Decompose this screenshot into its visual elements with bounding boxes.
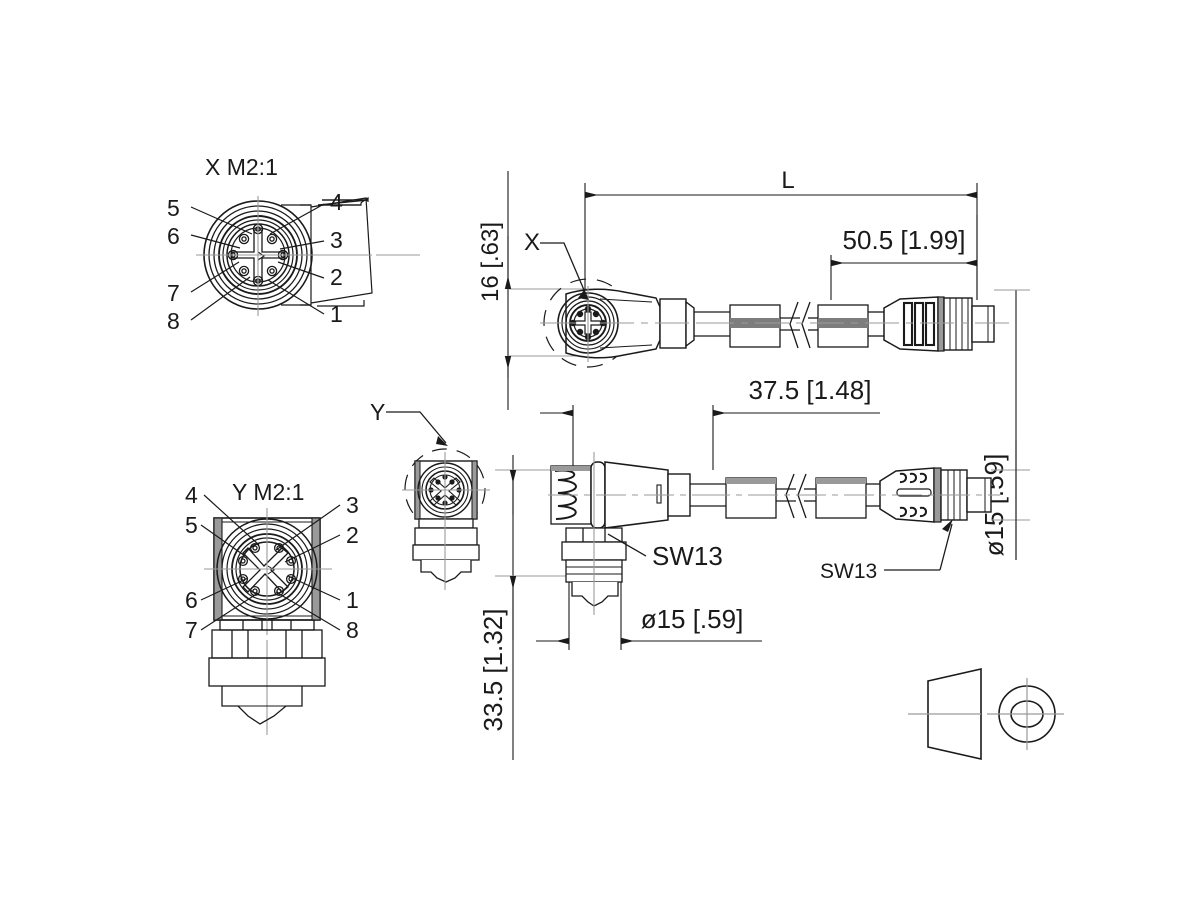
upper-connector-body-lines (599, 298, 653, 349)
view-x-label-1: 1 (330, 301, 343, 327)
dim-height-top: 16 [.63] (477, 222, 504, 302)
upper-hex-nut (943, 297, 973, 351)
view-x-leaders-right (267, 203, 325, 315)
dim-connector-length-right: 50.5 [1.99] (843, 225, 966, 255)
view-y-label-7: 7 (185, 617, 198, 643)
view-y-nut-stack (208, 619, 326, 725)
callout-y-marker: Y (370, 399, 385, 425)
detail-view-y: Y M2:1 (185, 479, 359, 735)
upper-dim-505 (830, 215, 978, 300)
lower-body-window (896, 488, 932, 497)
lower-knurl-grip (899, 472, 927, 518)
dim-diameter-bottom: ø15 [.59] (641, 604, 744, 634)
upper-knurl-grip (902, 301, 936, 347)
view-y-label-6: 6 (185, 587, 198, 613)
dim-overall-length: L (781, 167, 794, 194)
callout-y-leader (386, 411, 447, 444)
upper-thread-tip (971, 305, 995, 343)
view-y-keyway (242, 547, 289, 593)
view-x-label-7: 7 (167, 280, 180, 306)
view-x-labels-left: 5 6 7 8 (167, 195, 180, 334)
y-callout-keyway (429, 477, 461, 506)
sw13-upper-label: SW13 (652, 541, 723, 571)
seal-plug-detail (908, 667, 1064, 761)
view-y-label-1: 1 (346, 587, 359, 613)
view-y-labels-left: 4 5 6 7 (185, 482, 198, 643)
view-y-label-8: 8 (346, 617, 359, 643)
sw13-upper-leader (607, 533, 647, 557)
view-y-centerlines (204, 508, 332, 735)
view-x-centerlines (196, 196, 420, 316)
view-x-label-6: 6 (167, 223, 180, 249)
view-x-label-2: 2 (330, 264, 343, 290)
dim-height-bottom: 33.5 [1.32] (478, 609, 508, 732)
sw13-lower-leader-d (939, 523, 953, 571)
upper-face-keyway (574, 311, 602, 335)
y-callout-centerlines (402, 452, 490, 590)
sw13-lower-label: SW13 (820, 560, 877, 583)
view-y-labels-right: 3 2 1 8 (346, 492, 359, 643)
callout-y-arrowhead (436, 436, 448, 446)
lower-dim-335 (495, 455, 574, 760)
view-x-label-5: 5 (167, 195, 180, 221)
view-y-leaders-left (200, 494, 260, 631)
lower-cable (690, 473, 880, 519)
lower-body-slot (656, 484, 662, 504)
dim-connector-length-left: 37.5 [1.48] (749, 375, 872, 405)
view-y-label-4: 4 (185, 482, 198, 508)
seal-cone-side-view (927, 667, 982, 761)
seal-centerlines (908, 678, 1064, 750)
lower-dim-375 (540, 405, 880, 470)
sw13-lower-arrowhead (942, 519, 953, 532)
view-y-leaders-right (275, 504, 341, 631)
view-x-label-4: 4 (330, 189, 343, 215)
callout-x-arrowhead (578, 290, 589, 300)
lower-left-centerlines (548, 452, 700, 615)
upper-male-connector (883, 296, 995, 352)
callout-x-marker: X (524, 229, 540, 256)
view-x-label-8: 8 (167, 308, 180, 334)
lower-male-connector: SW13 (700, 440, 1030, 583)
view-x-title: X M2:1 (205, 154, 278, 180)
upper-cable (694, 301, 884, 349)
callout-x-leader (540, 242, 588, 298)
lower-angled-connector: SW13 (548, 452, 723, 615)
y-callout-connector: Y (370, 399, 490, 590)
view-y-label-3: 3 (346, 492, 359, 518)
detail-view-x: X M2:1 (167, 154, 420, 334)
lower-assembly: 37.5 [1.48] 33.5 [1.32] ø15 [.59] ø15 [.… (478, 375, 1030, 760)
view-y-label-5: 5 (185, 512, 198, 538)
view-x-leaders-left (190, 206, 253, 321)
view-x-labels-right: 4 3 2 1 (330, 189, 343, 327)
view-y-label-2: 2 (346, 522, 359, 548)
y-callout-nut (412, 518, 480, 583)
view-x-label-3: 3 (330, 227, 343, 253)
view-y-title: Y M2:1 (232, 479, 304, 505)
